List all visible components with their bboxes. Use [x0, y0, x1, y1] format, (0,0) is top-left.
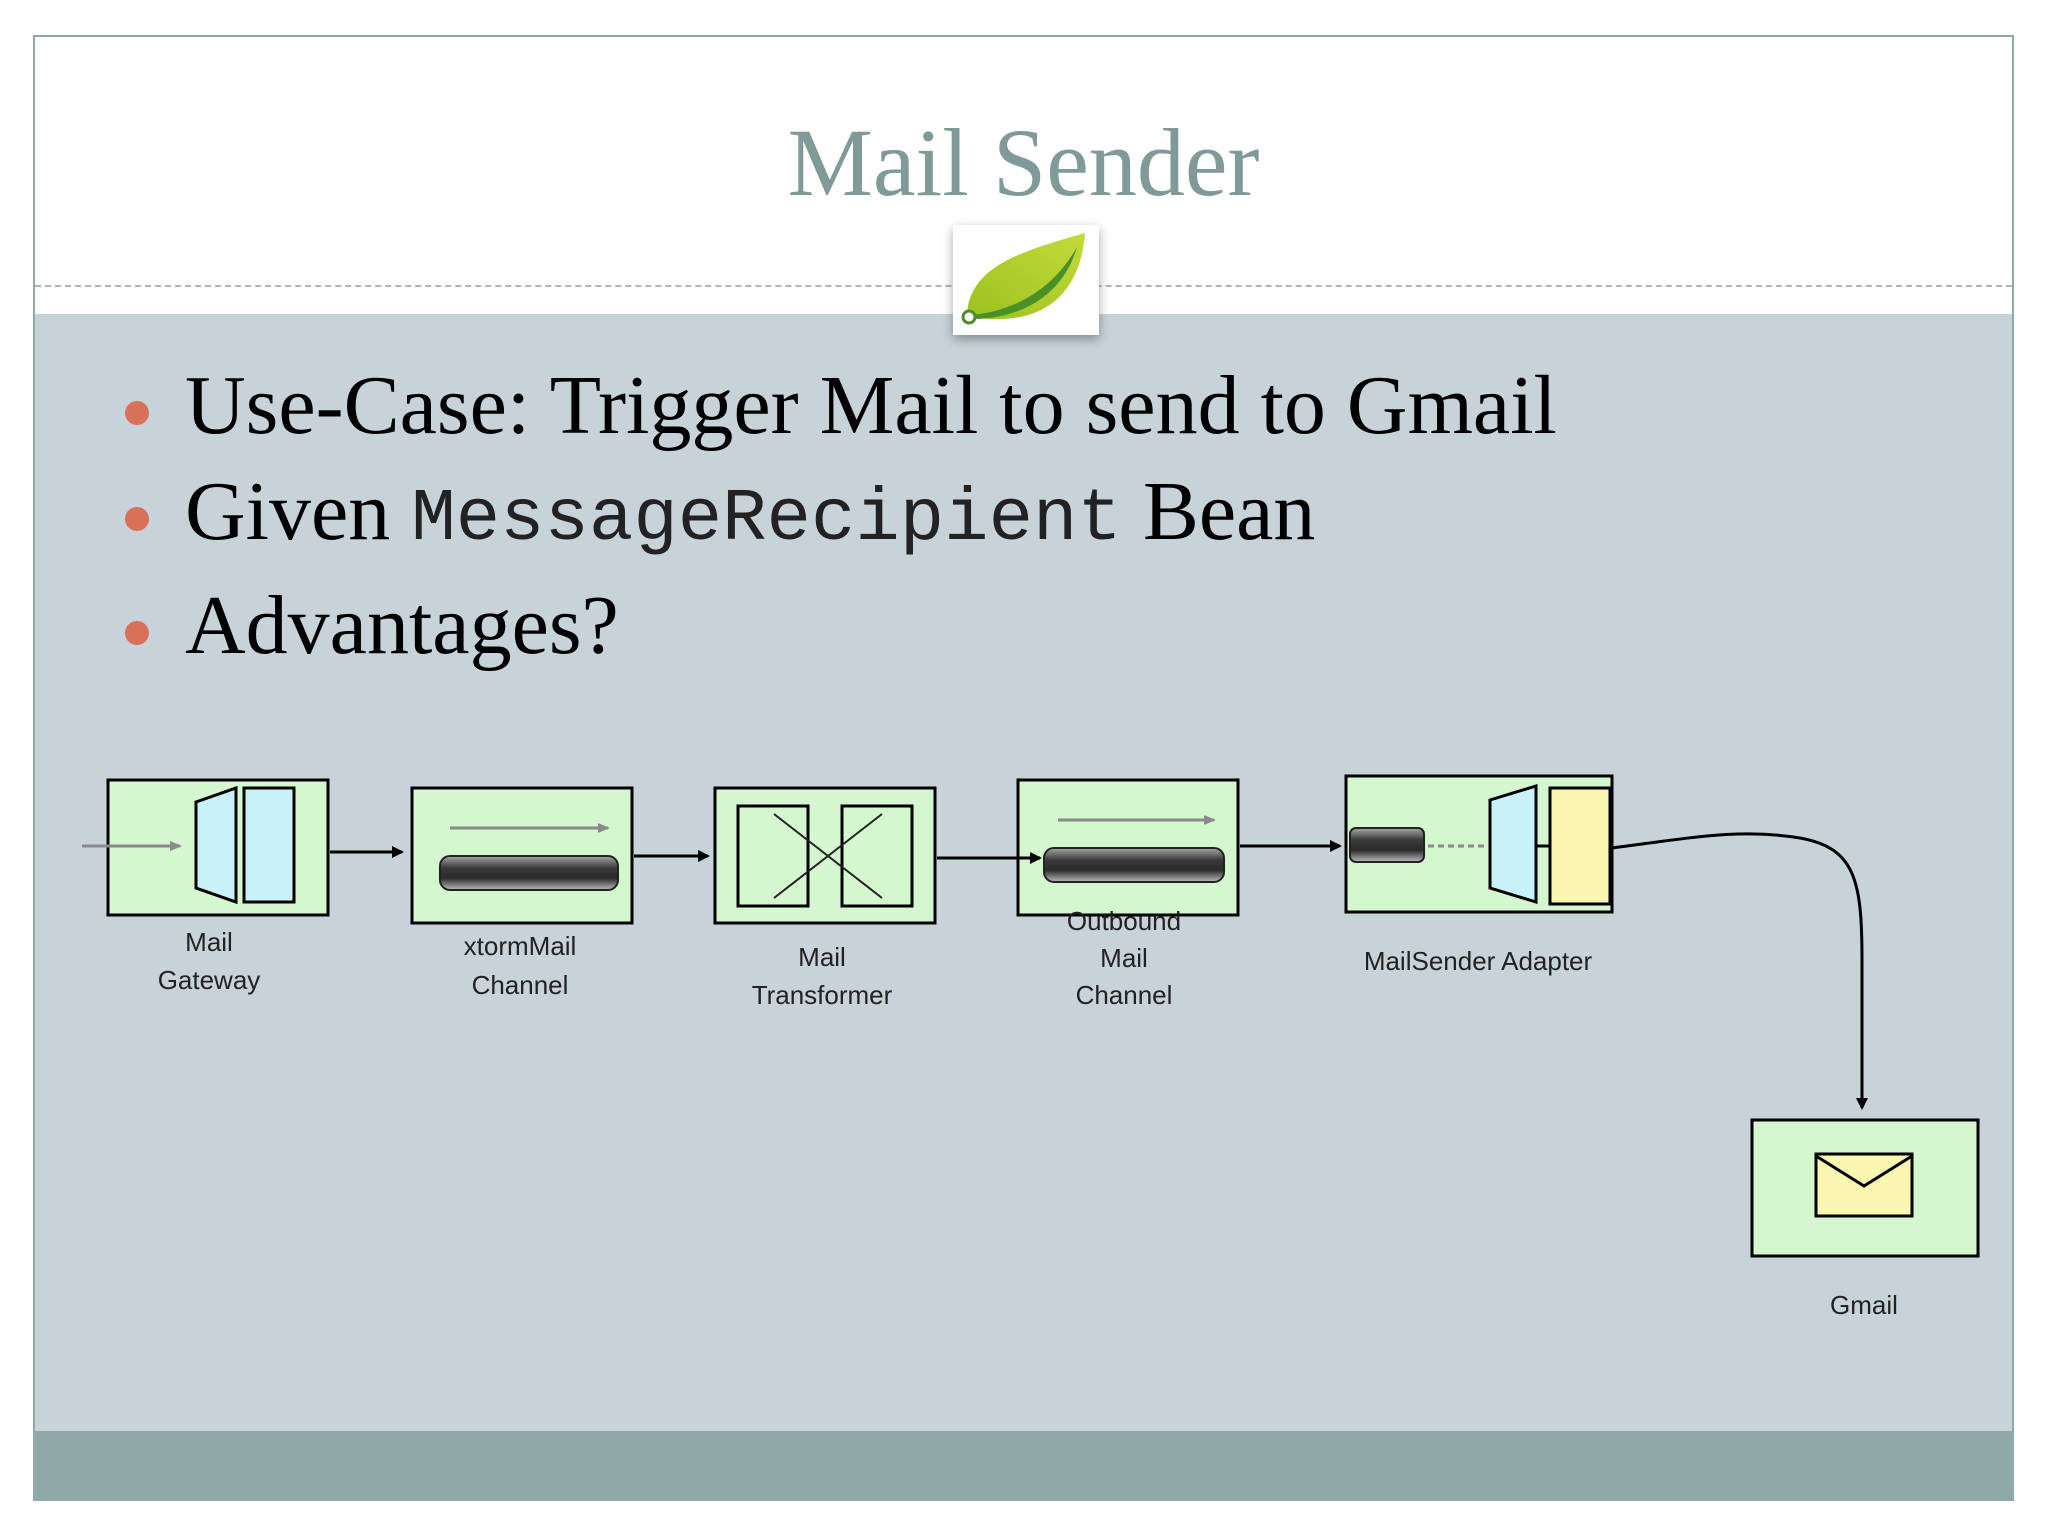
node-mailsender-adapter: MailSender Adapter: [1344, 774, 1614, 976]
node-xtorm-mail-channel: xtormMail Channel: [410, 786, 634, 1000]
transformer-icon: [736, 804, 914, 908]
node-label: Gmail: [1830, 1290, 1898, 1320]
spring-leaf-icon: [953, 225, 1099, 335]
node-label: Channel: [1076, 980, 1173, 1010]
bullet-suffix: Bean: [1142, 465, 1316, 558]
node-outbound-mail-channel: Outbound Mail Channel: [1016, 778, 1240, 1010]
node-label: Channel: [472, 970, 569, 1000]
node-label: Gateway: [158, 965, 261, 995]
node-label: Mail: [798, 942, 846, 972]
flow-connectors: [330, 832, 1868, 1110]
node-label: Outbound: [1067, 906, 1181, 936]
node-label: MailSender Adapter: [1364, 946, 1593, 976]
slide: Mail Sender Use-Case: Trigger Mail to se…: [33, 35, 2014, 1501]
slide-title: Mail Sender: [787, 109, 1260, 216]
bullet-list: Use-Case: Trigger Mail to send to Gmail …: [95, 357, 1557, 687]
node-gmail: Gmail: [1750, 1118, 1980, 1320]
bullet-text: Advantages?: [185, 579, 619, 672]
bullet-dot-icon: [125, 507, 149, 531]
node-mail-gateway: Mail Gateway: [82, 778, 330, 995]
footer-band: [35, 1431, 2012, 1499]
bullet-prefix: Given: [185, 465, 391, 558]
bullet-item: Use-Case: Trigger Mail to send to Gmail: [95, 357, 1557, 463]
bullet-text: Use-Case: Trigger Mail to send to Gmail: [185, 359, 1557, 452]
node-label: Transformer: [752, 980, 893, 1010]
bullet-code: MessageRecipient: [411, 478, 1122, 562]
adapter-icon: [1349, 783, 1612, 906]
gateway-icon: [194, 785, 296, 905]
bullet-item: Advantages?: [95, 577, 1557, 687]
connector-curve-to-gmail: [1611, 832, 1868, 1110]
node-mail-transformer: Mail Transformer: [713, 786, 937, 1010]
node-label: Mail: [1100, 943, 1148, 973]
channel-pipe-icon: [439, 855, 619, 891]
bullet-dot-icon: [125, 621, 149, 645]
node-label: Mail: [185, 927, 233, 957]
bullet-dot-icon: [125, 401, 149, 425]
channel-pipe-icon: [1043, 847, 1225, 883]
node-label: xtormMail: [464, 931, 577, 961]
bullet-item: Given MessageRecipient Bean: [95, 463, 1557, 577]
envelope-icon: [1814, 1152, 1914, 1218]
